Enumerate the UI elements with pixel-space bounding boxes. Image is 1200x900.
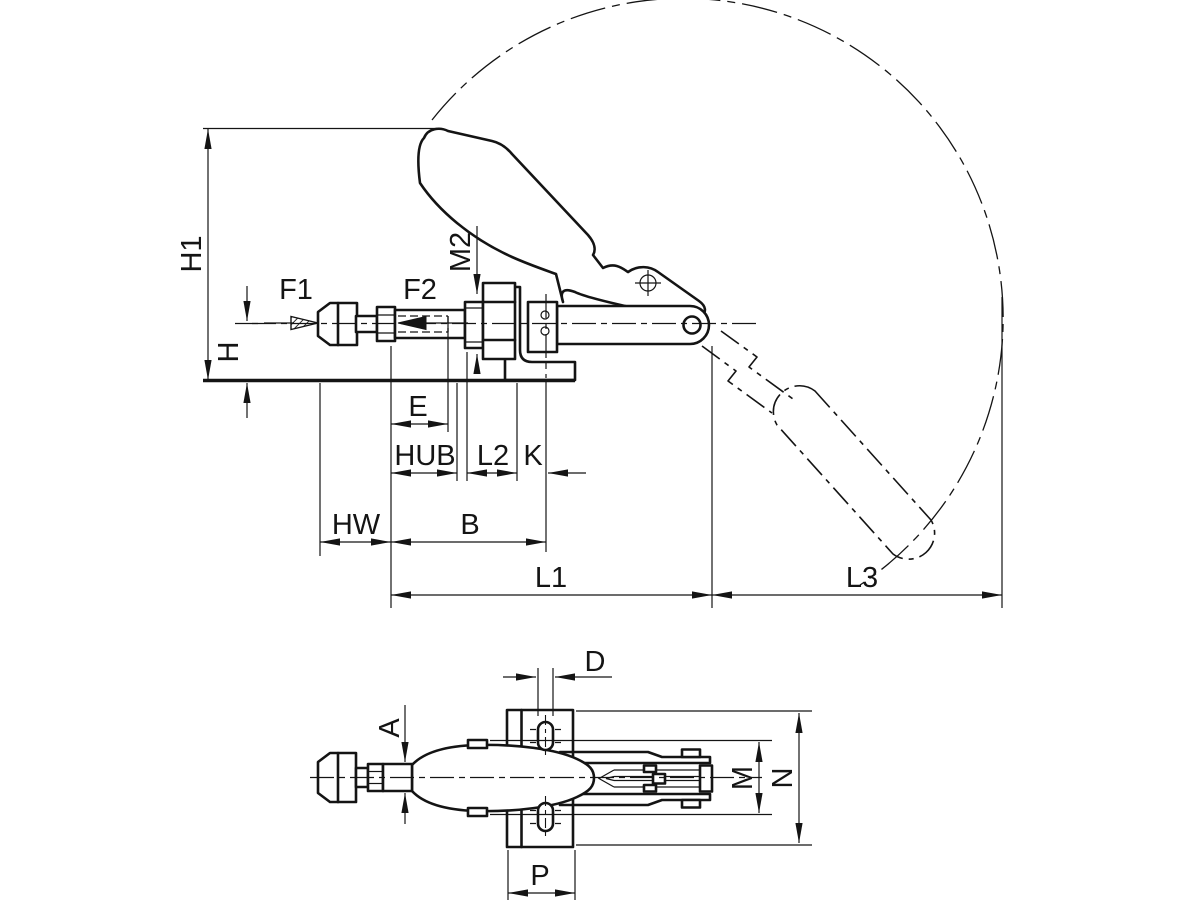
dim-a: A — [374, 705, 409, 824]
f1-arrowhead — [290, 315, 319, 331]
dim-label-l1: L1 — [535, 562, 567, 594]
hex-mounting-nut — [481, 281, 517, 361]
tongue-rivet-bottom — [642, 783, 658, 793]
dim-label-h: H — [213, 342, 245, 363]
threaded-sleeve — [463, 300, 485, 350]
dim-label-b: B — [460, 509, 479, 541]
slot-top-ticks — [530, 728, 561, 744]
dim-label-l3: L3 — [846, 562, 878, 594]
dim-m: M — [727, 742, 763, 813]
dim-d: D — [503, 646, 612, 681]
dim-hub: HUB — [391, 440, 457, 477]
body-lug-top — [466, 738, 489, 750]
plan-view: D A M N P — [310, 646, 812, 900]
clevis-pin-hole-upper — [540, 310, 550, 320]
tongue-rivet-middle — [651, 772, 667, 785]
dim-label-f2: F2 — [403, 274, 437, 306]
tongue-chevron-outer — [597, 769, 615, 788]
dim-n: N — [767, 713, 803, 843]
tongue-end-block — [698, 764, 714, 793]
dim-label-l2: L2 — [477, 440, 509, 472]
body-lug-bottom — [466, 806, 489, 818]
dim-f2: F2 — [397, 274, 468, 331]
side-dimensions: H1 H F1 F2 M — [176, 127, 1003, 608]
phantom-neck-lower — [701, 345, 773, 414]
handle-swing-arc — [431, 0, 1004, 586]
dim-hw: HW — [320, 509, 391, 546]
dim-label-p: P — [530, 860, 549, 892]
mounting-slots — [530, 715, 561, 838]
fork-tab-bottom — [680, 798, 702, 809]
slot-bottom-ticks — [530, 809, 561, 825]
handle-closed — [417, 127, 707, 326]
dim-p: P — [508, 860, 575, 897]
dim-label-n: N — [767, 768, 799, 789]
clamp-arm-bar — [555, 304, 711, 346]
dim-label-m: M — [727, 766, 759, 790]
dim-e: E — [391, 391, 448, 428]
dim-b: B — [391, 509, 546, 546]
dim-m2: M2 — [445, 226, 481, 374]
dim-l1: L1 — [391, 562, 712, 599]
side-view: H1 H F1 F2 M — [176, 0, 1004, 608]
phantom-neck-upper — [720, 330, 794, 400]
handle-open-phantom — [701, 330, 936, 560]
dim-label-h1: H1 — [176, 235, 208, 272]
dim-f1: F1 — [264, 274, 319, 331]
phantom-grip — [772, 385, 936, 560]
dim-label-e: E — [408, 391, 427, 423]
dim-l3: L3 — [712, 562, 1002, 599]
clevis-body — [526, 300, 559, 354]
clamp-arm — [555, 304, 711, 346]
dim-label-hw: HW — [332, 509, 381, 541]
f2-arrowhead — [397, 315, 427, 331]
fork-arm — [558, 748, 714, 809]
clevis-pin-hole-lower — [540, 326, 550, 336]
clevis — [526, 300, 559, 354]
dim-label-f1: F1 — [279, 274, 313, 306]
dim-label-k: K — [523, 440, 543, 472]
dim-k: K — [523, 440, 586, 477]
plan-dimensions: D A M N P — [374, 646, 812, 900]
tongue-rivet-top — [642, 764, 658, 774]
arm-pivot-hole — [682, 315, 702, 335]
dim-label-a: A — [374, 718, 406, 738]
dim-h: H — [213, 286, 251, 418]
dim-label-m2: M2 — [445, 232, 477, 272]
dim-h1: H1 — [176, 129, 212, 380]
dim-label-hub: HUB — [394, 440, 455, 472]
dim-l2: L2 — [467, 440, 517, 477]
dim-label-d: D — [585, 646, 606, 678]
fork-tab-top — [680, 748, 702, 759]
handle-closed-outline — [417, 127, 707, 326]
